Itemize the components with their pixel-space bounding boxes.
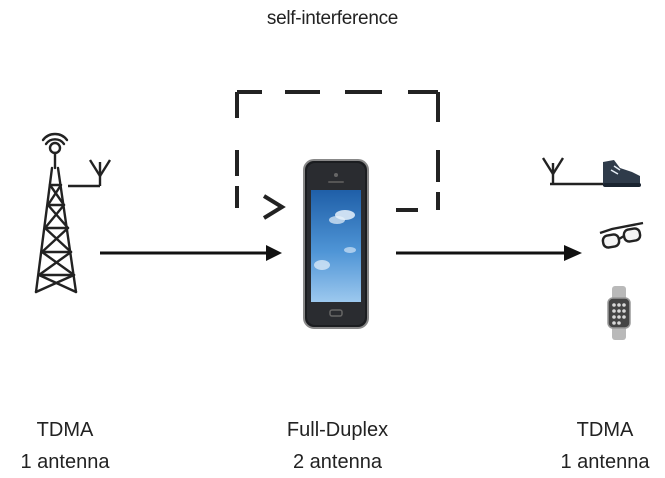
middle-node-type: Full-Duplex xyxy=(286,419,389,441)
right-node-type: TDMA xyxy=(576,419,634,441)
right-node-caption: TDMA 1 antenna xyxy=(545,414,665,478)
smartwatch-icon xyxy=(607,286,631,340)
shoe-icon xyxy=(603,160,641,187)
cell-tower-icon xyxy=(34,132,78,294)
left-node-antennas: 1 antenna xyxy=(20,451,110,473)
link-arrow-left xyxy=(100,245,282,261)
link-arrow-right xyxy=(396,245,582,261)
smartphone-icon xyxy=(303,159,369,329)
self-interference-loop xyxy=(235,90,440,220)
right-node-antennas: 1 antenna xyxy=(560,451,650,473)
antenna-icon xyxy=(541,157,603,186)
left-node-caption: TDMA 1 antenna xyxy=(0,414,130,478)
antenna-icon xyxy=(68,159,112,188)
glasses-icon xyxy=(599,221,644,249)
middle-node-caption: Full-Duplex 2 antenna xyxy=(255,414,420,478)
left-node-type: TDMA xyxy=(36,419,94,441)
middle-node-antennas: 2 antenna xyxy=(293,451,382,473)
self-interference-label: self-interference xyxy=(266,8,399,29)
